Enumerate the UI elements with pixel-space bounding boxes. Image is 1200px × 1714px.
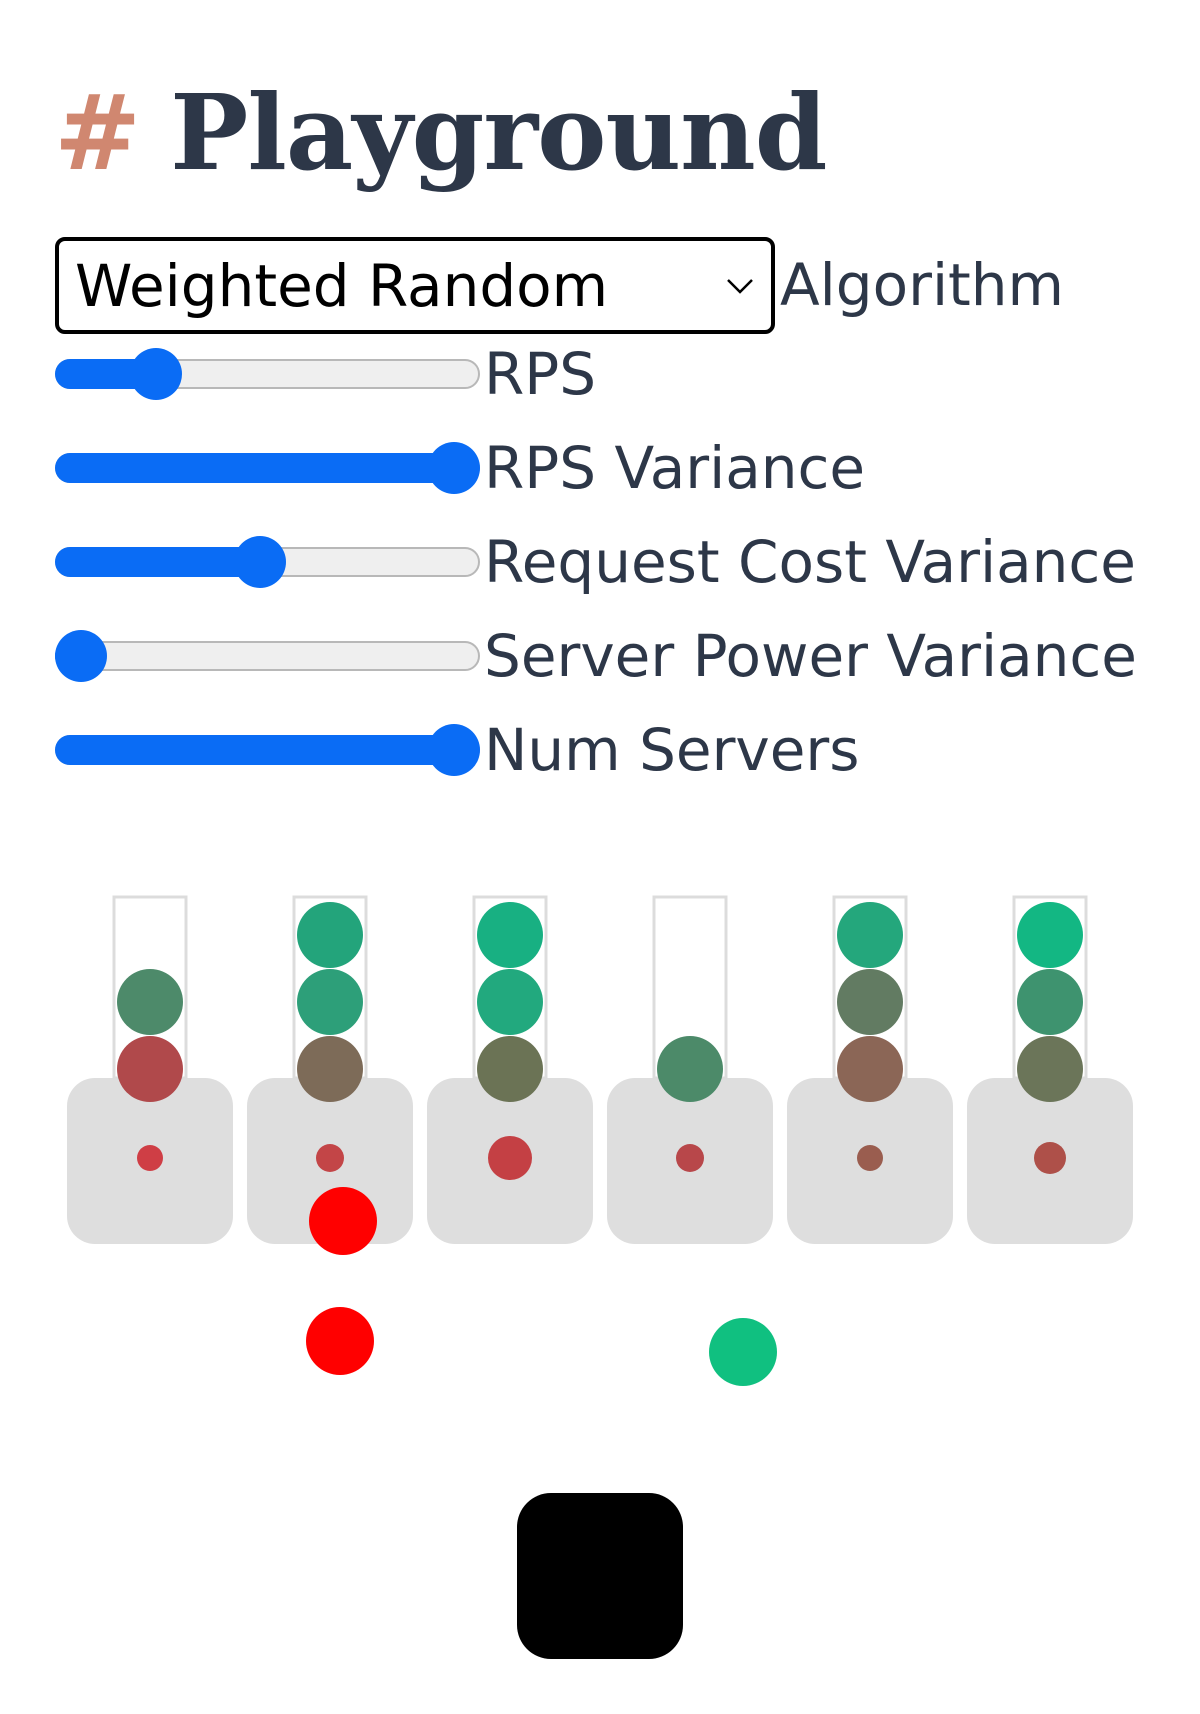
- server-3: [427, 895, 593, 1244]
- request-ball: [309, 1187, 377, 1255]
- server-power-variance-label: Server Power Variance: [484, 622, 1137, 690]
- queued-request: [117, 969, 183, 1035]
- queued-request: [1017, 902, 1083, 968]
- rps-label: RPS: [484, 340, 597, 408]
- rps-slider[interactable]: [55, 348, 480, 400]
- request-cost-variance-label: Request Cost Variance: [484, 528, 1136, 596]
- chevron-down-icon: [727, 278, 753, 294]
- rps-variance-slider[interactable]: [55, 442, 480, 494]
- server-core-dot: [1034, 1142, 1066, 1174]
- slider-fill: [55, 453, 469, 483]
- server-core-dot: [316, 1144, 344, 1172]
- algorithm-select-value: Weighted Random: [75, 251, 609, 320]
- queued-request: [837, 902, 903, 968]
- request-ball: [306, 1307, 374, 1375]
- algorithm-label: Algorithm: [780, 251, 1065, 319]
- page-title-text: Playground: [170, 71, 827, 194]
- queued-request: [297, 969, 363, 1035]
- algorithm-select[interactable]: Weighted Random: [55, 237, 775, 334]
- server-core-dot: [137, 1145, 163, 1171]
- slider-thumb[interactable]: [129, 348, 182, 400]
- server-core-dot: [488, 1136, 532, 1180]
- queued-request: [837, 969, 903, 1035]
- queued-request: [297, 1036, 363, 1102]
- queued-request: [117, 1036, 183, 1102]
- slider-thumb[interactable]: [428, 442, 480, 494]
- server-core-dot: [857, 1145, 883, 1171]
- server-core-dot: [676, 1144, 704, 1172]
- queued-request: [477, 902, 543, 968]
- num-servers-slider[interactable]: [55, 724, 480, 776]
- queued-request: [297, 902, 363, 968]
- slider-thumb[interactable]: [428, 724, 480, 776]
- queued-request: [477, 969, 543, 1035]
- queued-request: [477, 1036, 543, 1102]
- server-6: [967, 895, 1133, 1244]
- server-2: [247, 895, 413, 1244]
- request-cost-variance-slider[interactable]: [55, 536, 480, 588]
- heading-anchor-hash[interactable]: #: [54, 71, 141, 194]
- page-title: #Playground: [54, 68, 828, 198]
- server-4: [607, 895, 773, 1244]
- queued-request: [1017, 969, 1083, 1035]
- rps-variance-label: RPS Variance: [484, 434, 866, 502]
- server-power-variance-slider[interactable]: [55, 630, 480, 682]
- queued-request: [1017, 1036, 1083, 1102]
- slider-fill: [55, 735, 469, 765]
- queued-request: [657, 1036, 723, 1102]
- queued-request: [837, 1036, 903, 1102]
- server-1: [67, 895, 233, 1244]
- server-5: [787, 895, 953, 1244]
- request-ball: [709, 1318, 777, 1386]
- slider-thumb[interactable]: [234, 536, 287, 588]
- slider-thumb[interactable]: [55, 630, 107, 682]
- slider-track: [55, 641, 480, 671]
- num-servers-label: Num Servers: [484, 716, 860, 784]
- load-balancer[interactable]: [517, 1493, 683, 1659]
